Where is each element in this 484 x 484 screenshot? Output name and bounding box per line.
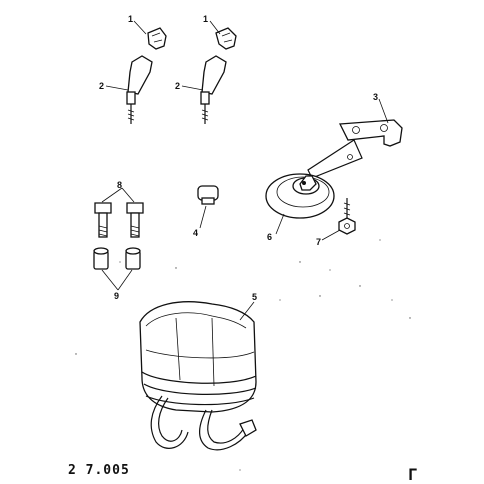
callout-9: 9: [114, 291, 119, 301]
part-9-bushing-right: [125, 247, 141, 270]
part-8-bolt-left: [94, 202, 112, 238]
part-2-terminal-right: [200, 55, 227, 124]
part-9-bushing-left: [93, 247, 109, 270]
part-1-cap-left: [147, 27, 167, 50]
callout-8: 8: [117, 180, 122, 190]
part-8-bolt-right: [126, 202, 144, 238]
callout-1-left: 1: [128, 14, 133, 24]
part-3-bracket: [307, 119, 403, 179]
scan-speckle: [75, 239, 411, 471]
callout-1-right: 1: [203, 14, 208, 24]
part-6-horn: [265, 173, 335, 219]
drawing-code: 2​​​ 7.005: [68, 463, 130, 478]
callout-2-left: 2: [99, 81, 104, 91]
callout-3: 3: [373, 92, 378, 102]
callout-4: 4: [193, 228, 198, 238]
corner-mark: Γ: [408, 465, 419, 484]
callout-2-right: 2: [175, 81, 180, 91]
leader-lines: [101, 20, 389, 321]
callout-7: 7: [316, 237, 321, 247]
callout-5: 5: [252, 292, 257, 302]
part-1-cap-right: [215, 27, 237, 50]
part-4-grommet: [197, 185, 219, 205]
part-2-terminal-left: [126, 55, 153, 124]
callout-6: 6: [267, 232, 272, 242]
part-5-bag: [139, 301, 257, 451]
part-7-screw: [338, 198, 356, 235]
